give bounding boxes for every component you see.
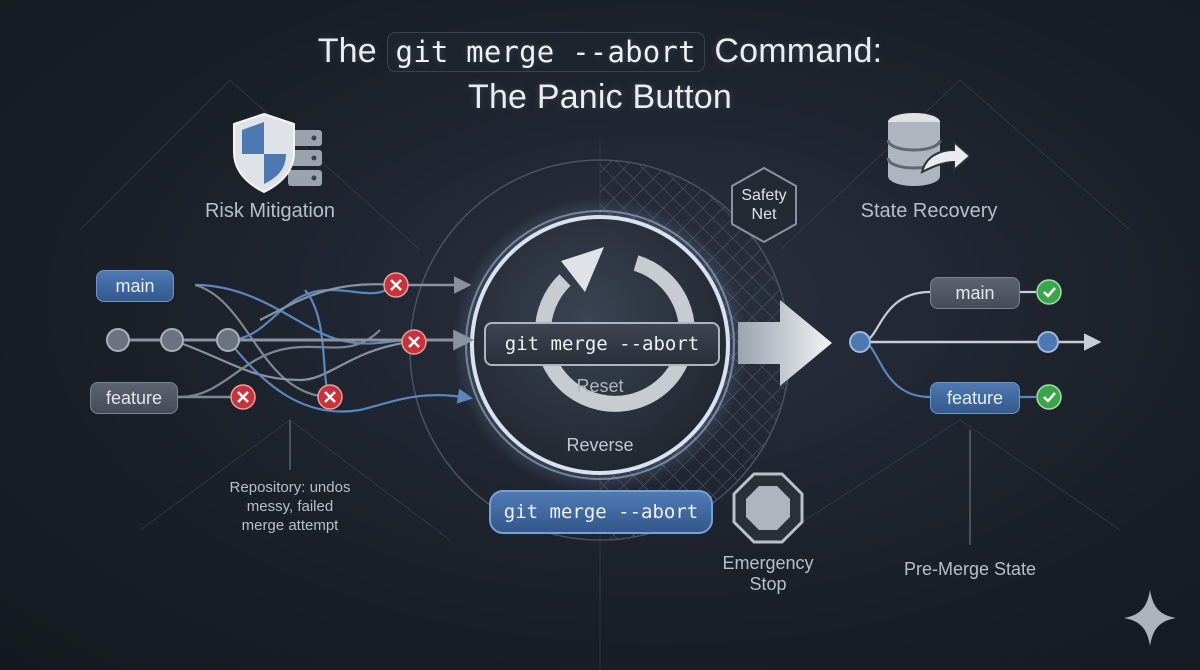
error-markers	[230, 272, 427, 410]
reverse-label: Reverse	[566, 435, 634, 455]
emergency-stop-label: Emergency Stop	[708, 553, 828, 595]
safety-net-label-line2: Net	[751, 206, 777, 223]
emergency-stop-line1: Emergency	[722, 553, 814, 573]
repository-caption: Repository: undos messy, failed merge at…	[200, 478, 380, 535]
center-command-box: git merge --abort	[484, 322, 720, 366]
safety-net-label-line1: Safety	[741, 187, 787, 204]
database-recovery-icon	[886, 113, 972, 186]
title-prefix: The	[317, 32, 377, 70]
reset-label: Reset	[576, 376, 624, 396]
success-markers	[1036, 279, 1062, 410]
sparkle-icon	[1124, 590, 1176, 646]
emergency-stop-line2: Stop	[749, 574, 787, 594]
emergency-stop-icon	[732, 472, 804, 544]
reset-arrow-head	[561, 247, 604, 292]
title-code: git merge --abort	[386, 32, 705, 72]
title-line-1: The git merge --abort Command:	[0, 32, 1200, 72]
repository-caption-line2: messy, failed	[246, 498, 334, 515]
right-feature-branch-pill: feature	[930, 382, 1020, 414]
left-main-branch-pill: main	[96, 270, 174, 302]
repository-caption-line3: merge attempt	[241, 517, 339, 534]
abort-command-button: git merge --abort	[489, 490, 713, 534]
repository-caption-line1: Repository: undos	[229, 479, 351, 496]
commit-nodes	[106, 328, 240, 352]
safety-net-label: Safety Net	[724, 186, 804, 224]
shield-server-icon	[233, 112, 322, 194]
clean-branch-graph	[849, 290, 1102, 399]
left-feature-branch-pill: feature	[90, 382, 178, 414]
messy-merge-graph	[110, 276, 475, 413]
title-suffix: Command:	[714, 32, 883, 70]
risk-mitigation-label: Risk Mitigation	[204, 200, 336, 222]
big-forward-arrow	[738, 300, 832, 386]
right-main-branch-pill: main	[930, 277, 1020, 309]
safety-net-hexagon	[731, 166, 797, 244]
title-line-2: The Panic Button	[467, 78, 733, 116]
pre-merge-state-label: Pre-Merge State	[903, 559, 1037, 579]
state-recovery-label: State Recovery	[860, 200, 998, 222]
